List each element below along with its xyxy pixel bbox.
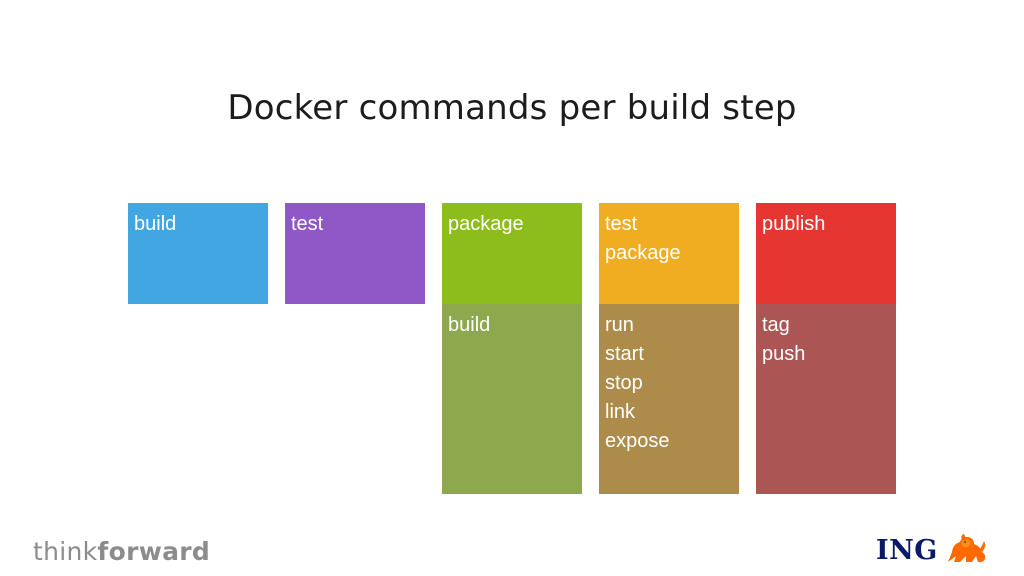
slide-title: Docker commands per build step — [227, 88, 797, 128]
step-name-line: package — [448, 213, 524, 235]
command-item: start — [605, 343, 644, 365]
command-item: expose — [605, 430, 670, 452]
brand-light-text: think — [33, 537, 98, 566]
ing-logo-text: ING — [876, 534, 938, 566]
step-publish-tile: publish — [756, 203, 896, 304]
step-test-package-tile: test package — [599, 203, 739, 304]
step-name-line: publish — [762, 213, 826, 235]
thinkforward-logo: thinkforward — [33, 537, 210, 566]
step-name-line: package — [605, 242, 681, 264]
command-item: push — [762, 343, 806, 365]
command-item: link — [605, 401, 636, 423]
publish-commands-tile: tag push — [756, 304, 896, 494]
step-name-line: test — [605, 213, 638, 235]
test-package-commands-tile: run start stop link expose — [599, 304, 739, 494]
step-build-tile: build — [128, 203, 268, 304]
step-test-tile: test — [285, 203, 425, 304]
step-package-tile: package — [442, 203, 582, 304]
lion-icon — [947, 534, 986, 563]
brand-bold-text: forward — [97, 537, 211, 566]
command-item: build — [448, 314, 491, 336]
step-name-line: test — [291, 213, 324, 235]
package-commands-tile: build — [442, 304, 582, 494]
step-name-line: build — [134, 213, 177, 235]
command-item: tag — [762, 314, 790, 336]
command-item: stop — [605, 372, 643, 394]
ing-logo: ING — [876, 532, 988, 568]
command-item: run — [605, 314, 634, 336]
